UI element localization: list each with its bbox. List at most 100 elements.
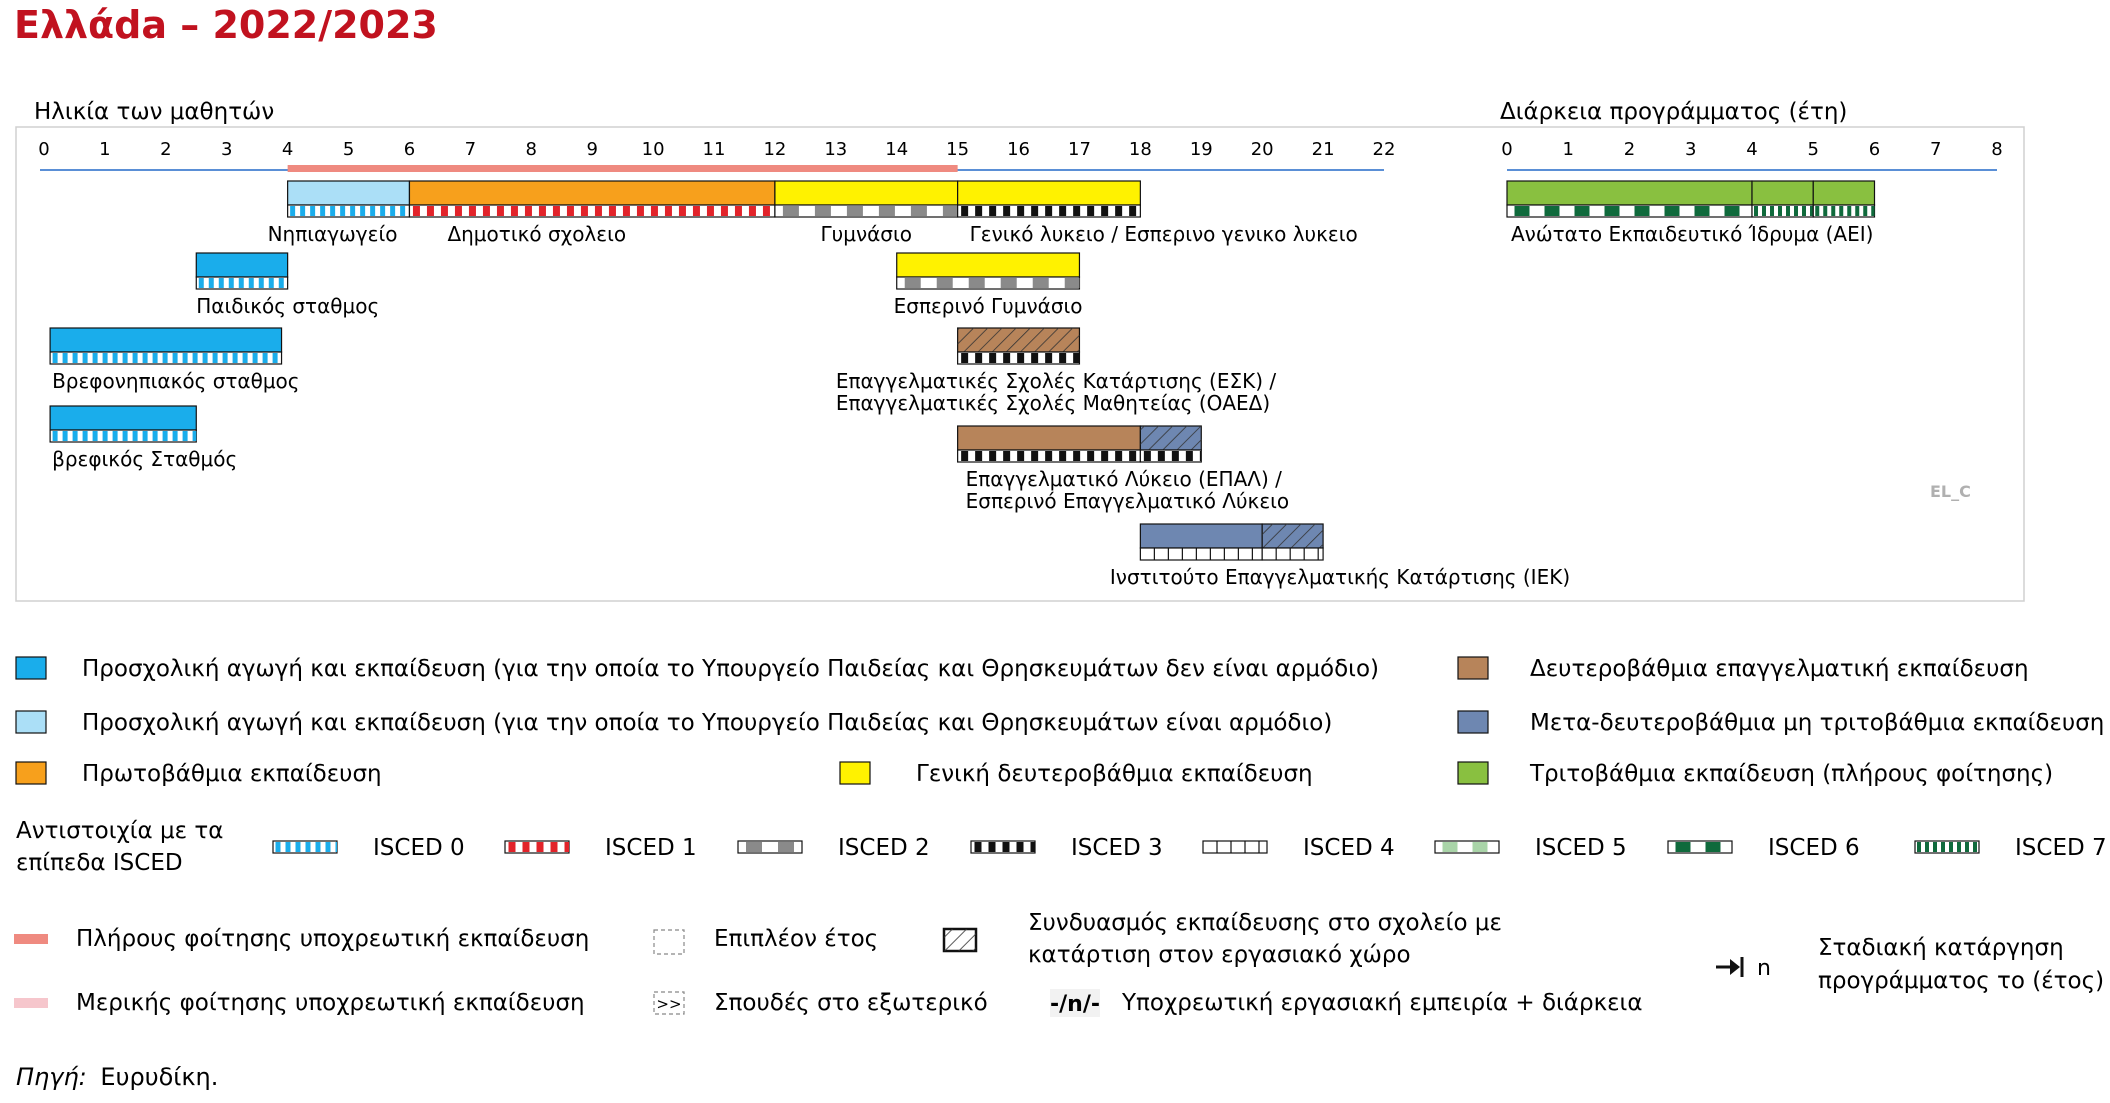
isced-strip-mark bbox=[1031, 451, 1039, 461]
programme-epal: Επαγγελματικό Λύκειο (ΕΠΑΛ) /Εσπερινό Επ… bbox=[957, 425, 1290, 513]
isced-strip-mark bbox=[720, 206, 728, 216]
source-label: Πηγή: bbox=[16, 1063, 87, 1091]
isced-strip-mark bbox=[1794, 206, 1798, 216]
programme-label: Παιδικός σταθμος bbox=[196, 294, 379, 318]
isced-strip-mark bbox=[1101, 206, 1109, 216]
age-tick-label: 18 bbox=[1129, 139, 1152, 160]
isced-strip-mark bbox=[295, 842, 301, 852]
programme-label: Γυμνάσιο bbox=[821, 222, 912, 246]
isced-strip-mark bbox=[182, 431, 188, 441]
isced-strip-mark bbox=[1000, 278, 1017, 288]
isced-strip-mark bbox=[1724, 206, 1740, 216]
isced-strip-mark bbox=[290, 206, 296, 216]
isced-strip-mark bbox=[330, 206, 336, 216]
isced-strip-isced3 bbox=[957, 449, 1141, 463]
programme-paidikos: Παιδικός σταθμος bbox=[195, 252, 379, 318]
isced-strip-mark bbox=[510, 206, 518, 216]
isced-strip-mark bbox=[1017, 451, 1025, 461]
programme-bar bbox=[957, 180, 1141, 206]
age-tick-label: 2 bbox=[160, 139, 171, 160]
programme-label: Βρεφονηπιακός σταθμος bbox=[52, 369, 299, 393]
isced-strip-base bbox=[1506, 204, 1753, 218]
isced-strip-mark bbox=[305, 842, 311, 852]
tertiary-bar bbox=[1751, 180, 1814, 206]
isced-strip-mark bbox=[989, 206, 997, 216]
isced-legend-title: Αντιστοιχία με τα bbox=[16, 818, 223, 844]
isced-strip-mark bbox=[1002, 842, 1010, 852]
isced-strip-base bbox=[896, 276, 1081, 290]
isced-strip-mark bbox=[275, 842, 281, 852]
isced-strip-mark bbox=[370, 206, 376, 216]
legend-extra-year-label: Επιπλέον έτος bbox=[714, 926, 878, 952]
legend-swatch-secondary_vocational bbox=[1457, 656, 1489, 680]
isced-strip-mark bbox=[162, 353, 168, 363]
programme-geniko_lykeio: Γενικό λυκειο / Εσπερινο γενικο λυκειο bbox=[957, 180, 1358, 246]
isced-strip-isced0 bbox=[272, 840, 338, 854]
isced-strip-isced5 bbox=[1434, 840, 1500, 854]
isced-strip-mark bbox=[468, 206, 476, 216]
isced-strip-mark bbox=[440, 206, 448, 216]
programme-label: Επαγγελματικό Λύκειο (ΕΠΑΛ) / bbox=[966, 467, 1282, 491]
isced-strip-mark bbox=[1472, 842, 1488, 852]
age-tick-label: 7 bbox=[465, 139, 476, 160]
isced-strip-mark bbox=[961, 353, 969, 363]
isced-strip-mark bbox=[1017, 353, 1025, 363]
duration-tick-label: 7 bbox=[1930, 139, 1941, 160]
isced-strip-mark bbox=[746, 842, 762, 852]
isced-strip-mark bbox=[192, 353, 198, 363]
isced-strip-mark bbox=[218, 278, 224, 288]
isced-strip-mark bbox=[262, 353, 268, 363]
isced-strip-mark bbox=[1185, 451, 1193, 461]
isced-strip-mark bbox=[142, 431, 148, 441]
isced-strip-mark bbox=[989, 353, 997, 363]
isced-strip-mark bbox=[72, 353, 78, 363]
isced-strip-mark bbox=[360, 206, 366, 216]
programme-gymnasio: Γυμνάσιο bbox=[774, 180, 959, 246]
isced-strip-isced3 bbox=[970, 840, 1036, 854]
age-tick-label: 0 bbox=[38, 139, 49, 160]
isced-strip-mark bbox=[1199, 451, 1202, 461]
isced-strip-mark bbox=[1003, 206, 1011, 216]
programme-esk: Επαγγελματικές Σχολές Κατάρτισης (ΕΣΚ) /… bbox=[836, 327, 1276, 415]
isced-strip-mark bbox=[1574, 206, 1590, 216]
isced-strip-isced3 bbox=[957, 351, 1081, 365]
isced-strip-mark bbox=[1143, 451, 1151, 461]
isced-strip-mark bbox=[1045, 206, 1053, 216]
programme-dimotiko: Δημοτικό σχολειο bbox=[408, 180, 776, 246]
isced-strip-mark bbox=[1003, 451, 1011, 461]
isced-strip-mark bbox=[636, 206, 644, 216]
isced-strip-base bbox=[1261, 547, 1324, 561]
legend-work-based-label: Συνδυασμός εκπαίδευσης στο σχολείο με bbox=[1028, 910, 1502, 936]
legend-study-abroad-swatch bbox=[653, 991, 685, 1015]
isced-strip-mark bbox=[1786, 206, 1790, 216]
programme-vrefonipiakos: Βρεφονηπιακός σταθμος bbox=[49, 327, 300, 393]
isced-strip-mark bbox=[1514, 206, 1530, 216]
age-tick-label: 16 bbox=[1007, 139, 1030, 160]
legend-label-post_secondary: Μετα-δευτεροβάθμια μη τριτοβάθμια εκπαίδ… bbox=[1530, 710, 2104, 736]
isced-strip-isced0 bbox=[287, 204, 411, 218]
legend-compulsory-full-swatch bbox=[14, 934, 48, 944]
duration-tick-label: 2 bbox=[1624, 139, 1635, 160]
isced-strip-mark bbox=[1754, 206, 1758, 216]
isced-strip-mark bbox=[1634, 206, 1650, 216]
legend-label-preschool_not_ministry: Προσχολική αγωγή και εκπαίδευση (για την… bbox=[82, 656, 1379, 682]
isced-strip-base bbox=[1139, 547, 1263, 561]
isced-strip-mark bbox=[846, 206, 863, 216]
isced-legend-label-isced2: ISCED 2 bbox=[838, 835, 930, 861]
isced-strip-mark bbox=[162, 431, 168, 441]
programme-label: Εσπερινό Γυμνάσιο bbox=[894, 294, 1083, 318]
isced-strip-mark bbox=[678, 206, 686, 216]
duration-tick-label: 3 bbox=[1685, 139, 1696, 160]
programme-label-line2: Εσπερινό Επαγγελματικό Λύκειο bbox=[966, 489, 1290, 513]
programme-bar bbox=[195, 252, 289, 278]
isced-legend-label-isced5: ISCED 5 bbox=[1535, 835, 1627, 861]
isced-strip-mark bbox=[1003, 353, 1011, 363]
programme-label: Γενικό λυκειο / Εσπερινο γενικο λυκειο bbox=[970, 222, 1358, 246]
legend-compulsory-part-label: Μερικής φοίτησης υποχρεωτική εκπαίδευση bbox=[76, 990, 585, 1016]
work-based-hatch bbox=[1140, 426, 1202, 450]
isced-strip-mark bbox=[122, 353, 128, 363]
isced-legend-label-isced3: ISCED 3 bbox=[1071, 835, 1163, 861]
isced-strip-isced4 bbox=[1202, 840, 1268, 854]
isced-strip-mark bbox=[82, 431, 88, 441]
isced-strip-mark bbox=[122, 431, 128, 441]
